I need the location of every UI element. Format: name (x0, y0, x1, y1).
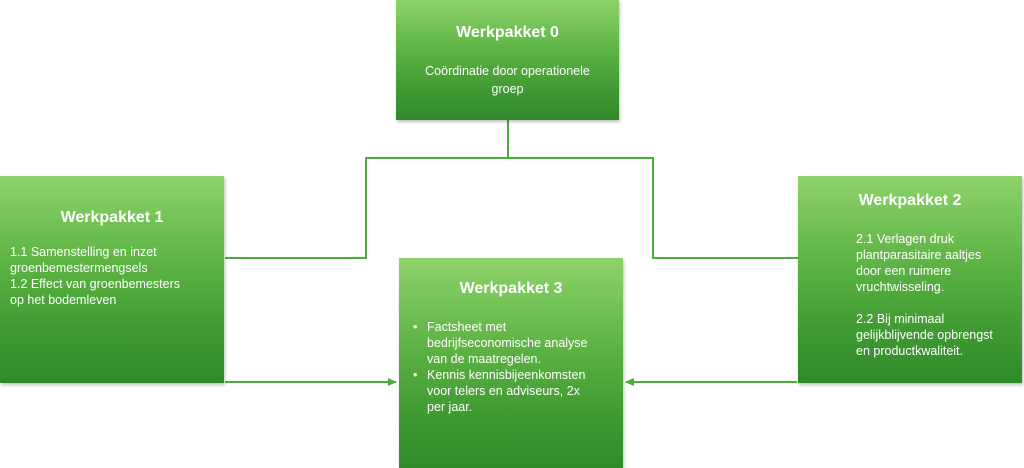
list-item: Kennis kennisbijeenkomsten voor telers e… (413, 367, 623, 415)
werkpakket-2-line: 2.2 Bij minimaal (856, 312, 945, 326)
werkpakket-3-box: Werkpakket 3 Factsheet met bedrijfsecono… (399, 258, 623, 468)
werkpakket-3-list: Factsheet met bedrijfseconomische analys… (399, 319, 623, 415)
connector-wp0-wp2 (508, 157, 800, 259)
werkpakket-0-title: Werkpakket 0 (456, 24, 559, 41)
werkpakket-3-title: Werkpakket 3 (459, 280, 563, 297)
list-item: Factsheet met bedrijfseconomische analys… (413, 319, 623, 367)
werkpakket-2-line: plantparasitaire aaltjes (856, 248, 982, 262)
werkpakket-1-title: Werkpakket 1 (60, 209, 164, 226)
werkpakket-1-line: groenbemestermengsels (10, 261, 148, 275)
werkpakket-1-line: op het bodemleven (10, 293, 117, 307)
werkpakket-2-text: 2.1 Verlagen druk plantparasitaire aaltj… (856, 231, 1022, 359)
werkpakket-0-text: Coördinatie door operationele groep (425, 64, 590, 96)
werkpakket-2-line: 2.1 Verlagen druk (856, 232, 954, 246)
werkpakket-2-box: Werkpakket 2 2.1 Verlagen druk plantpara… (798, 176, 1022, 383)
werkpakket-1-text: 1.1 Samenstelling en inzet groenbemester… (10, 244, 224, 308)
werkpakket-2-title: Werkpakket 2 (858, 192, 962, 209)
werkpakket-0-box: Werkpakket 0 Coördinatie door operatione… (396, 0, 619, 120)
werkpakket-2-line: en productkwaliteit. (856, 344, 964, 358)
werkpakket-2-line: vruchtwisseling. (856, 280, 945, 294)
connector-wp0-wp1 (225, 120, 509, 259)
werkpakket-1-line: 1.1 Samenstelling en inzet (10, 245, 157, 259)
werkpakket-1-box: Werkpakket 1 1.1 Samenstelling en inzet … (0, 176, 224, 383)
werkpakket-2-line: gelijkblijvende opbrengst (856, 328, 993, 342)
werkpakket-2-line: door een ruimere (856, 264, 952, 278)
werkpakket-1-line: 1.2 Effect van groenbemesters (10, 277, 181, 291)
